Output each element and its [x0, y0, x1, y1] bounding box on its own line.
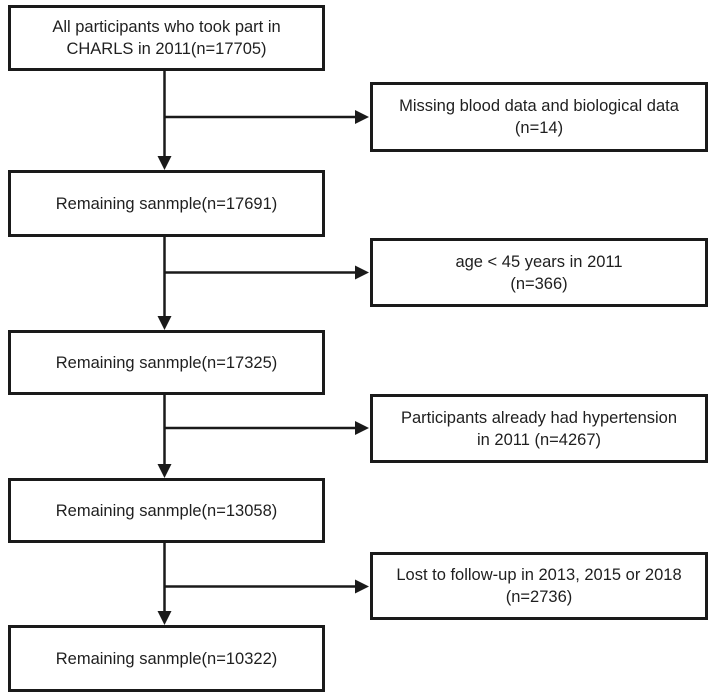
box-text: Remaining sanmple(n=17691) — [56, 193, 278, 215]
box-text: Lost to follow-up in 2013, 2015 or 2018 … — [396, 564, 681, 608]
arrowhead-down-3 — [157, 464, 172, 478]
arrowhead-down-4 — [157, 611, 172, 625]
box-excl-hypertension: Participants already had hypertension in… — [370, 394, 708, 463]
box-text-line: CHARLS in 2011(n=17705) — [66, 40, 267, 58]
box-text-line: Remaining sanmple(n=17325) — [55, 353, 278, 372]
box-text: All participants who took part in CHARLS… — [52, 16, 280, 60]
box-text-line: Remaining sanmple(n=10322) — [55, 649, 278, 668]
box-text-line: (n=366) — [510, 274, 568, 293]
box-text-line: Lost to follow-up in 2013, 2015 or 2018 — [396, 566, 682, 584]
arrowhead-right-1 — [355, 110, 369, 124]
box-text-line: All participants who took part in — [52, 18, 281, 36]
box-remaining-17691: Remaining sanmple(n=17691) — [8, 170, 325, 237]
box-excl-missing-blood-data: Missing blood data and biological data (… — [370, 82, 708, 152]
box-text-line: Remaining sanmple(n=13058) — [55, 501, 278, 520]
box-all-participants: All participants who took part in CHARLS… — [8, 5, 325, 71]
box-excl-lost-followup: Lost to follow-up in 2013, 2015 or 2018 … — [370, 552, 708, 620]
box-remaining-13058: Remaining sanmple(n=13058) — [8, 478, 325, 543]
box-excl-age-under-45: age < 45 years in 2011 (n=366) — [370, 238, 708, 307]
box-text: Remaining sanmple(n=17325) — [56, 352, 278, 374]
box-text: Missing blood data and biological data (… — [399, 95, 679, 139]
box-remaining-10322: Remaining sanmple(n=10322) — [8, 625, 325, 692]
box-remaining-17325: Remaining sanmple(n=17325) — [8, 330, 325, 395]
arrowhead-down-2 — [157, 316, 172, 330]
box-text-line: age < 45 years in 2011 — [455, 252, 623, 271]
arrowhead-right-3 — [355, 421, 369, 435]
box-text-line: Remaining sanmple(n=17691) — [55, 194, 278, 213]
box-text-line: (n=2736) — [505, 588, 573, 606]
box-text: Participants already had hypertension in… — [401, 407, 677, 451]
arrowhead-right-2 — [355, 265, 369, 280]
box-text-line: Participants already had hypertension — [400, 408, 678, 427]
box-text: Remaining sanmple(n=10322) — [56, 648, 278, 670]
box-text: Remaining sanmple(n=13058) — [56, 500, 278, 522]
box-text-line: (n=14) — [514, 119, 564, 137]
arrowhead-down-1 — [157, 156, 172, 170]
box-text-line: Missing blood data and biological data — [399, 97, 679, 115]
arrowhead-right-4 — [355, 579, 369, 594]
box-text: age < 45 years in 2011 (n=366) — [455, 251, 622, 295]
box-text-line: in 2011 (n=4267) — [477, 430, 601, 449]
